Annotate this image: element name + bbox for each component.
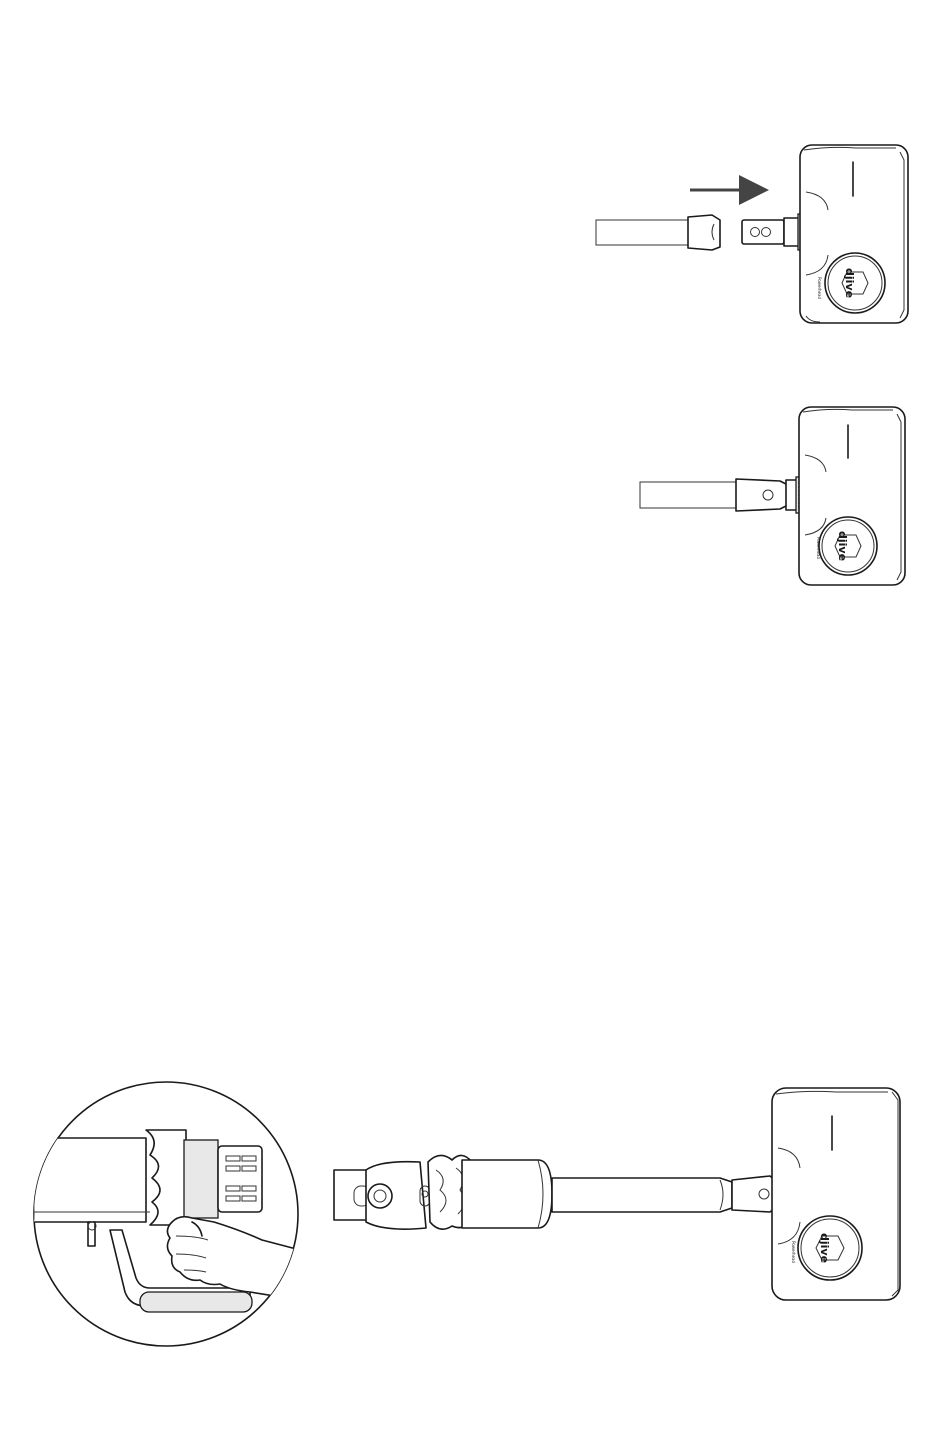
wand-tube bbox=[552, 1178, 732, 1212]
battery-pack bbox=[140, 1292, 252, 1312]
handheld-unit bbox=[334, 1155, 552, 1229]
head-mark-text: Powerhead bbox=[791, 1241, 796, 1263]
head-mark-text: Powerhead bbox=[817, 277, 822, 299]
step-2-wand-connected: djive Powerhead bbox=[640, 407, 905, 585]
brand-logo: djive bbox=[818, 1233, 831, 1263]
wand-tube bbox=[640, 482, 738, 508]
zoom-detail-circle bbox=[20, 1082, 300, 1346]
head-mark-text: Powerhead bbox=[816, 537, 821, 559]
wand-tube bbox=[596, 220, 688, 245]
step-3-assembled-vacuum: djive Powerhead bbox=[20, 1082, 900, 1346]
floor-head: djive Powerhead bbox=[799, 407, 905, 585]
floor-head: djive Powerhead bbox=[772, 1088, 900, 1300]
brand-logo: djive bbox=[843, 268, 856, 298]
floor-head: djive Powerhead bbox=[800, 145, 908, 323]
brand-logo: djive bbox=[836, 531, 849, 561]
step-1-align-wand: djive Powerhead bbox=[596, 145, 908, 323]
dust-bin bbox=[462, 1160, 552, 1228]
wand-coupler bbox=[688, 215, 720, 250]
trigger-button bbox=[88, 1222, 95, 1246]
